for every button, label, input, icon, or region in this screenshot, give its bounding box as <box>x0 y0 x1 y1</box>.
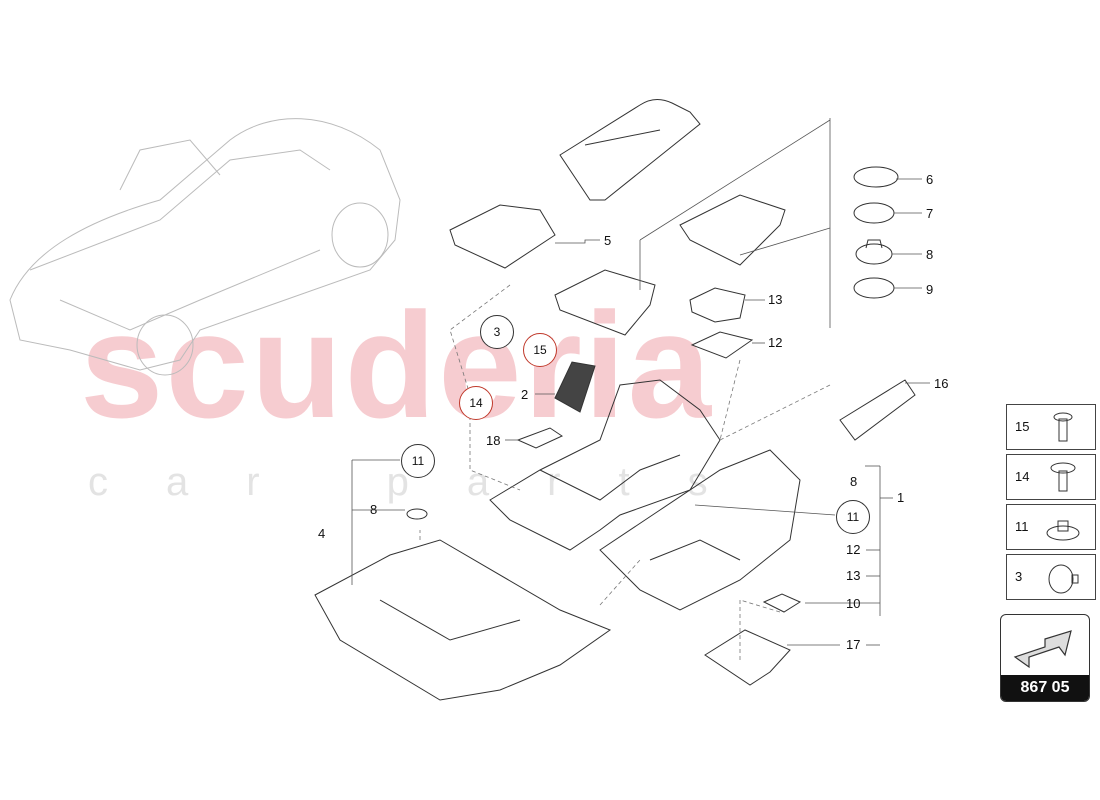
floor-4-shape <box>314 539 612 701</box>
legend-num: 11 <box>1015 519 1029 534</box>
legend-item-11: 11 <box>1006 504 1096 550</box>
mat-rear-left-shape <box>449 204 556 269</box>
cap-icon <box>1048 564 1079 594</box>
callout-13-part: 13 <box>768 292 783 307</box>
callout-7: 7 <box>926 206 934 221</box>
legend-item-15: 15 <box>1006 404 1096 450</box>
mat-rear-right-shape <box>554 269 656 336</box>
callout-9: 9 <box>926 282 934 297</box>
car-outline <box>9 118 401 376</box>
part-12-shape <box>690 331 754 359</box>
callout-8-list: 8 <box>850 474 858 489</box>
circled-callout-14: 14 <box>459 386 493 420</box>
clip-icon <box>1046 520 1080 541</box>
arrow-icon <box>1013 630 1072 669</box>
legend-num: 15 <box>1015 419 1030 434</box>
callout-5: 5 <box>604 233 612 248</box>
callout-6: 6 <box>926 172 934 187</box>
callout-12-list: 12 <box>846 542 861 557</box>
circled-callout-3: 3 <box>480 315 514 349</box>
callout-1: 1 <box>897 490 905 505</box>
bolt-icon <box>1050 462 1076 492</box>
callout-16: 16 <box>934 376 949 391</box>
part-16-shape <box>839 379 916 441</box>
screw-icon <box>1053 412 1073 442</box>
legend-num: 3 <box>1015 569 1023 584</box>
part-13-shape <box>689 287 746 323</box>
clip-6-shape <box>853 166 899 188</box>
clip-8-small <box>406 508 428 520</box>
callout-17: 17 <box>846 637 861 652</box>
reference-box: 867 05 <box>1000 614 1090 702</box>
reference-code: 867 05 <box>1001 675 1089 701</box>
clip-9-shape <box>853 277 895 299</box>
legend-num: 14 <box>1015 469 1030 484</box>
mat-front-right-shape <box>679 194 786 266</box>
floor-carpet-upper <box>489 379 721 551</box>
legend-item-14: 14 <box>1006 454 1096 500</box>
circled-callout-15: 15 <box>523 333 557 367</box>
callout-8-clip: 8 <box>926 247 934 262</box>
part-2-shape <box>554 361 596 413</box>
callout-13-list: 13 <box>846 568 861 583</box>
callout-2: 2 <box>521 387 529 402</box>
floor-carpet-right <box>599 449 801 611</box>
part-17-shape <box>704 629 791 686</box>
circled-callout-11-right: 11 <box>836 500 870 534</box>
legend-item-3: 3 <box>1006 554 1096 600</box>
callout-12-part: 12 <box>768 335 783 350</box>
part-10-shape <box>762 593 802 613</box>
callout-18: 18 <box>486 433 501 448</box>
callout-10: 10 <box>846 596 861 611</box>
callout-4: 4 <box>318 526 326 541</box>
circled-callout-11-left: 11 <box>401 444 435 478</box>
mat-front-left-shape <box>559 99 701 201</box>
part-18-shape <box>516 427 564 449</box>
callout-8-small: 8 <box>370 502 378 517</box>
clip-7-shape <box>853 202 895 224</box>
clip-8-shape <box>855 243 893 265</box>
